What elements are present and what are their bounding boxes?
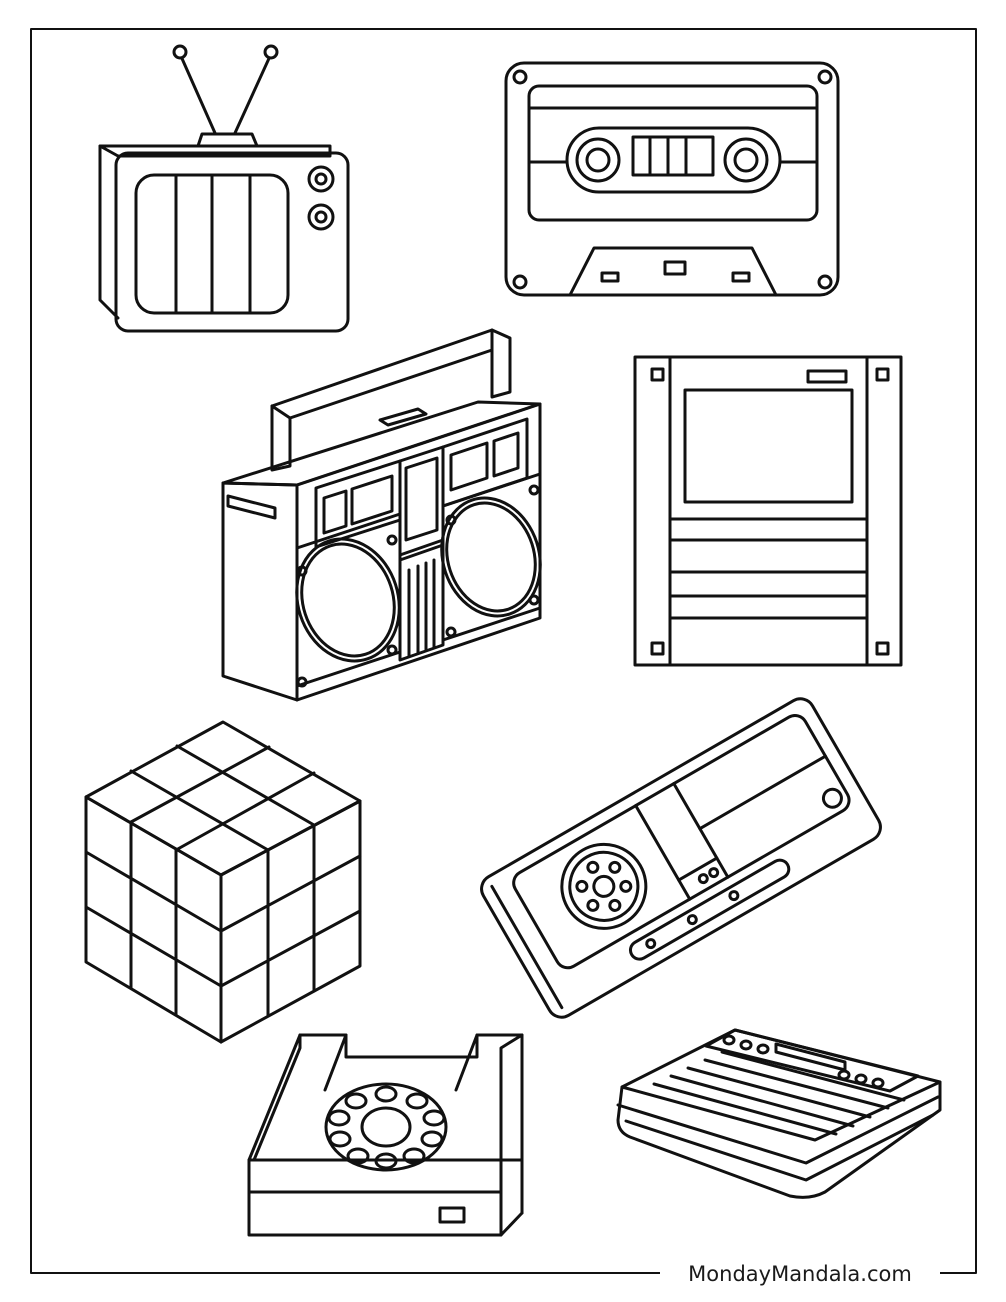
watermark-text: MondayMandala.com xyxy=(660,1254,940,1294)
tape-player-icon xyxy=(480,697,882,1019)
retro-television-icon xyxy=(98,44,350,333)
page-frame xyxy=(30,28,977,1274)
game-console-icon xyxy=(616,1028,942,1199)
boombox-icon xyxy=(221,328,542,702)
cassette-tape-icon xyxy=(504,61,840,297)
rubiks-cube-icon xyxy=(84,720,362,1044)
floppy-disk-icon xyxy=(633,355,903,667)
rotary-phone-icon xyxy=(247,1033,524,1237)
